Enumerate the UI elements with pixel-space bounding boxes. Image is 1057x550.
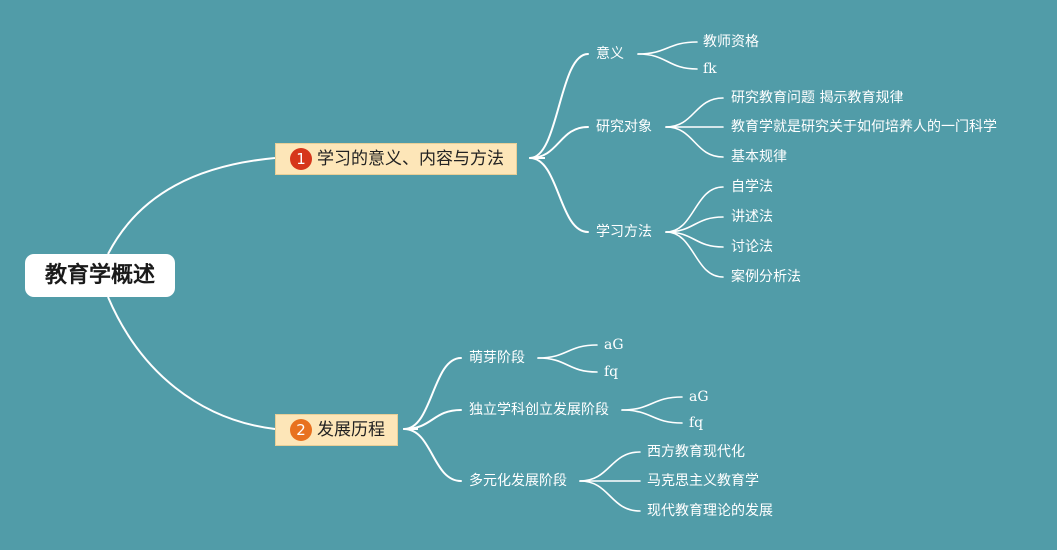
link-b1-s3 [529, 157, 589, 233]
subnode-2-2[interactable]: 独立学科创立发展阶段 [469, 402, 609, 418]
link-s1-l2 [637, 53, 698, 70]
link-b2-s3 [403, 428, 462, 482]
link-s3-l4 [665, 231, 724, 278]
link-s5-l1 [621, 396, 683, 411]
leaf-2-1-1[interactable]: aG [604, 337, 624, 353]
leaf-1-1-1[interactable]: 教师资格 [703, 34, 759, 50]
root-link-2 [107, 296, 276, 430]
link-s2-l3 [665, 126, 724, 158]
leaf-1-3-3[interactable]: 讨论法 [731, 239, 773, 255]
leaf-2-3-2[interactable]: 马克思主义教育学 [647, 473, 759, 489]
leaf-2-2-2[interactable]: fq [689, 415, 704, 431]
link-s3-l1 [665, 186, 724, 233]
root-link-1 [107, 157, 276, 255]
leaf-1-3-1[interactable]: 自学法 [731, 179, 773, 195]
subnode-1-1[interactable]: 意义 [596, 46, 624, 62]
subnode-1-2[interactable]: 研究对象 [596, 119, 652, 135]
number-badge-2: 2 [290, 419, 312, 441]
link-s2-l1 [665, 97, 724, 128]
leaf-1-2-2[interactable]: 教育学就是研究关于如何培养人的一门科学 [731, 119, 997, 135]
main-node-2-label: 发展历程 [317, 419, 385, 440]
link-s4-l2 [537, 357, 598, 373]
leaf-2-3-1[interactable]: 西方教育现代化 [647, 444, 745, 460]
subnode-1-3[interactable]: 学习方法 [596, 224, 652, 240]
leaf-1-2-3[interactable]: 基本规律 [731, 149, 787, 165]
leaf-1-3-2[interactable]: 讲述法 [731, 209, 773, 225]
root-label: 教育学概述 [44, 262, 155, 288]
leaf-2-1-2[interactable]: fq [604, 364, 619, 380]
number-badge-1: 1 [290, 148, 312, 170]
leaf-2-3-3[interactable]: 现代教育理论的发展 [647, 503, 773, 519]
root-node[interactable]: 教育学概述 [25, 254, 175, 297]
main-node-1-label: 学习的意义、内容与方法 [317, 148, 504, 169]
leaf-1-2-1[interactable]: 研究教育问题 揭示教育规律 [731, 90, 904, 106]
link-b1-s1 [529, 53, 589, 159]
leaf-1-3-4[interactable]: 案例分析法 [731, 269, 801, 285]
leaf-2-2-1[interactable]: aG [689, 389, 709, 405]
main-node-2[interactable]: 2 发展历程 [275, 414, 398, 446]
link-s1-l1 [637, 41, 698, 55]
link-b2-s1 [403, 357, 462, 430]
link-s6-l1 [579, 451, 641, 482]
leaf-1-1-2[interactable]: fk [703, 61, 717, 77]
subnode-2-3[interactable]: 多元化发展阶段 [469, 473, 567, 489]
subnode-2-1[interactable]: 萌芽阶段 [469, 350, 525, 366]
link-s5-l2 [621, 409, 683, 424]
main-node-1[interactable]: 1 学习的意义、内容与方法 [275, 143, 517, 175]
link-s4-l1 [537, 344, 598, 359]
link-s6-l3 [579, 480, 641, 512]
